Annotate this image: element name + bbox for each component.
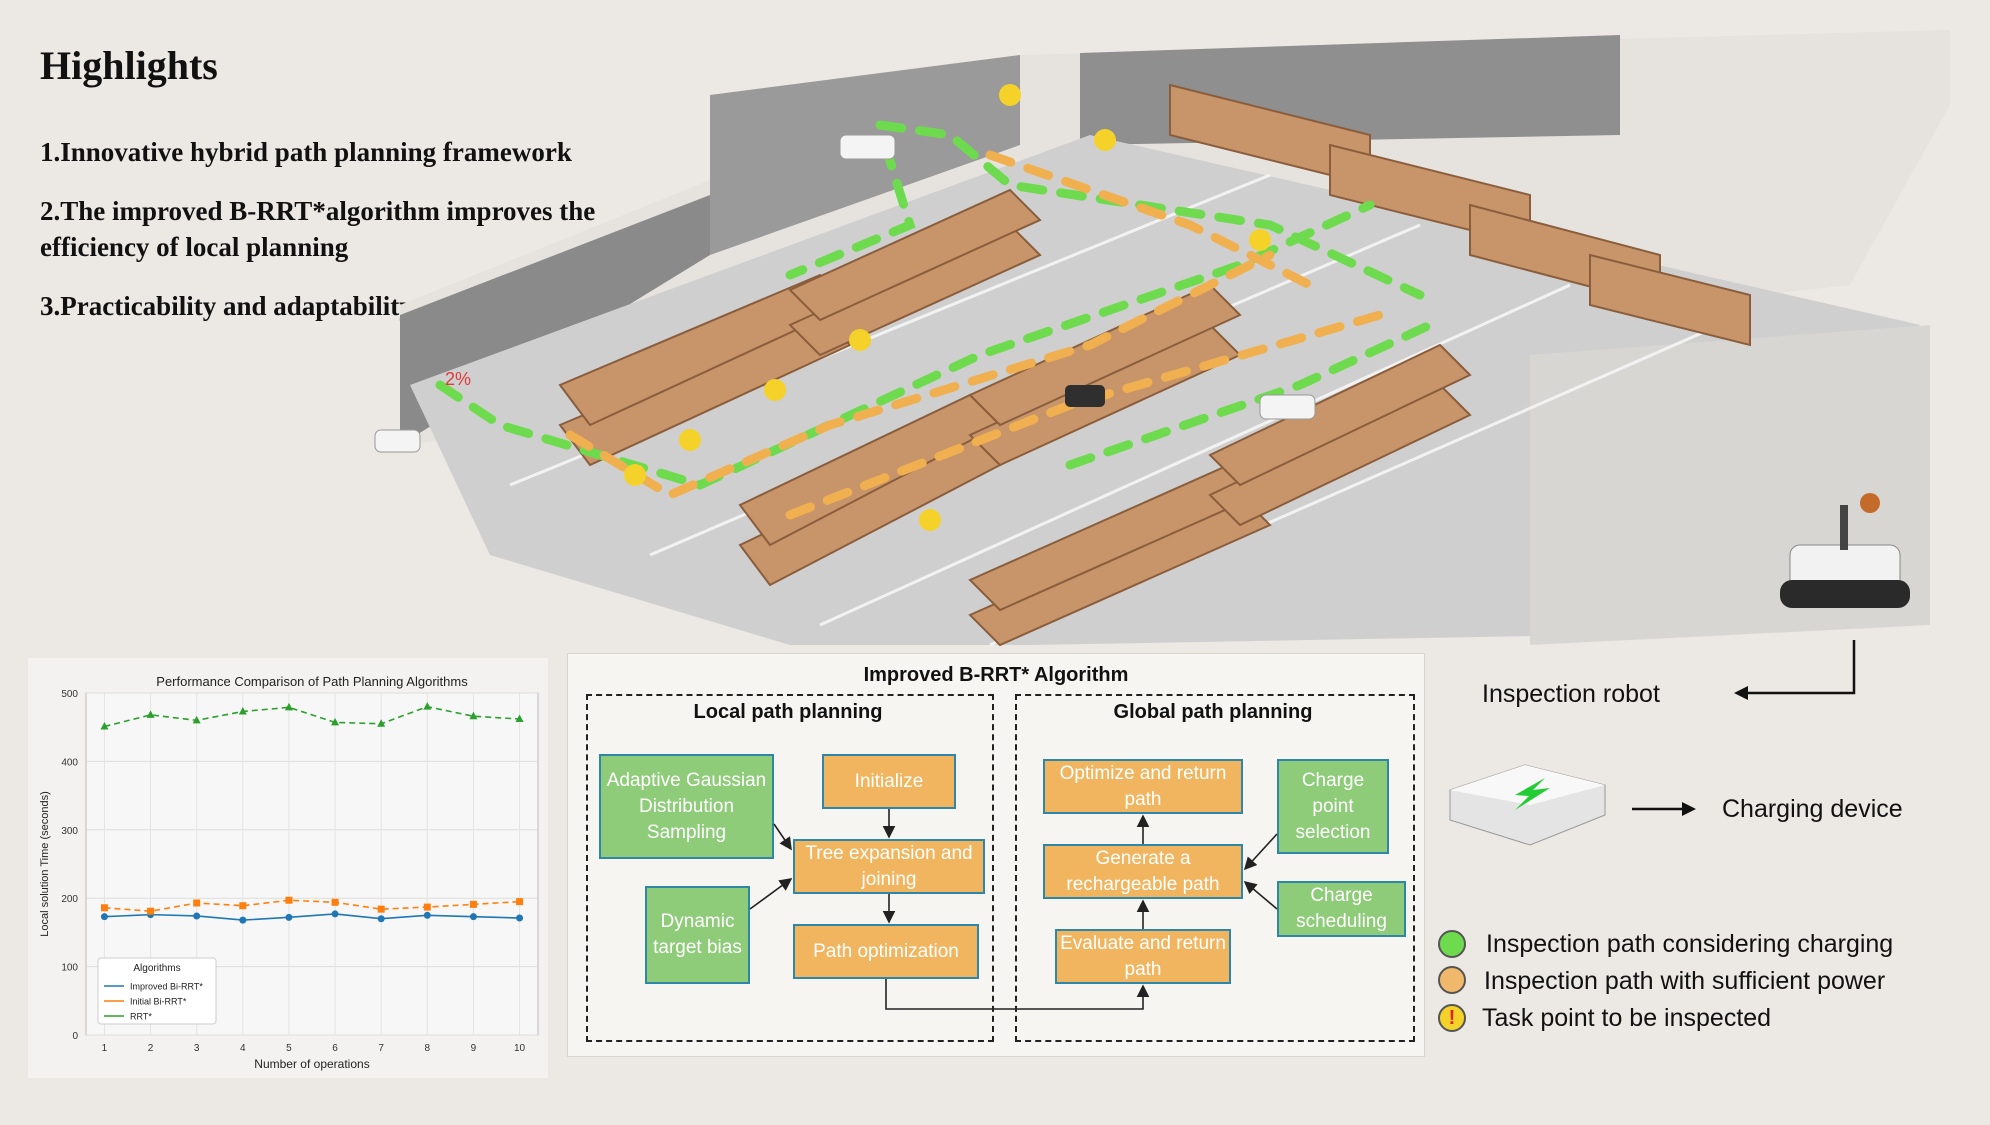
chart-legend-entry: Improved Bi-RRT* (130, 982, 203, 992)
inspection-robot-arrow (1734, 640, 1856, 700)
chart-point (331, 910, 339, 918)
chart-x-tick-label: 8 (425, 1043, 431, 1054)
legend-task-icon: ! (1438, 1004, 1466, 1032)
chart-legend-box (97, 957, 217, 1025)
algorithm-title: Improved B-RRT* Algorithm (863, 664, 1129, 686)
chart-point (377, 905, 385, 913)
chart-point (469, 900, 477, 908)
chart-point (469, 711, 478, 720)
local-planning-group (586, 694, 994, 1042)
chart-point (331, 717, 340, 726)
chart-y-tick-label: 300 (61, 826, 78, 837)
charging-device-arrow (1632, 802, 1696, 816)
chart-point (516, 914, 524, 922)
chart-point (285, 913, 293, 921)
chart-x-tick-label: 4 (240, 1043, 246, 1054)
node-dynamic-target-bias: Dynamic target bias (645, 886, 750, 984)
chart-x-tick-label: 9 (471, 1043, 477, 1054)
local-planning-title: Local path planning (693, 701, 883, 723)
chart-x-tick-label: 7 (378, 1043, 384, 1054)
performance-chart: 0 100 200 300 400 500 1 2 3 4 5 6 7 8 9 10 Performance C… (28, 658, 548, 1078)
global-planning-group (1015, 694, 1415, 1042)
legend-task-label: Task point to be inspected (1482, 1004, 1772, 1032)
warehouse-back-wall (1080, 35, 1620, 145)
chart-point (100, 722, 109, 730)
node-optimize-return: Optimize and return path (1043, 759, 1243, 814)
chart-y-tick-label: 0 (72, 1031, 78, 1042)
legend-orange-circle (1438, 966, 1466, 994)
inspection-robot-floor (1065, 385, 1105, 407)
charging-pad-right (1259, 394, 1316, 420)
node-charge-scheduling: Charge scheduling (1277, 881, 1406, 937)
charging-pad-top (839, 134, 896, 160)
node-evaluate-return: Evaluate and return path (1055, 929, 1231, 984)
node-initialize: Initialize (822, 754, 956, 809)
chart-point (331, 898, 339, 906)
node-charge-point-selection: Charge point selection (1277, 759, 1389, 854)
chart-point (469, 913, 477, 921)
chart-x-axis-label: Number of operations (254, 1057, 369, 1071)
chart-y-tick-label: 200 (61, 894, 78, 905)
chart-point (377, 719, 386, 727)
node-tree-expansion: Tree expansion and joining (793, 839, 985, 894)
chart-point (516, 898, 524, 906)
chart-legend-entry: RRT* (130, 1012, 152, 1022)
chart-x-tick-label: 6 (332, 1043, 338, 1054)
node-generate-rechargeable: Generate a rechargeable path (1043, 844, 1243, 899)
legend-green-label: Inspection path considering charging (1486, 930, 1894, 958)
chart-y-axis-label: Local solution Time (seconds) (39, 791, 51, 937)
chart-point (239, 916, 247, 924)
chart-point (423, 702, 432, 710)
algorithm-panel: Improved B-RRT* Algorithm Local path pla… (567, 653, 1425, 1057)
chart-point (239, 902, 247, 910)
node-path-optimization: Path optimization (793, 924, 979, 979)
chart-y-tick-label: 100 (61, 963, 78, 974)
chart-x-tick-label: 3 (194, 1043, 200, 1054)
chart-point (192, 715, 201, 724)
chart-point (147, 907, 155, 915)
diagram-arrows (749, 809, 1278, 1010)
chart-x-tick-label: 2 (148, 1043, 154, 1054)
performance-chart-svg: 0 100 200 300 400 500 1 2 3 4 5 6 7 8 9 10 Performance C… (39, 674, 539, 1071)
chart-point (193, 899, 201, 907)
legend-orange-label: Inspection path with sufficient power (1484, 967, 1886, 995)
inspection-robot-label: Inspection robot (1482, 680, 1660, 708)
global-planning-title: Global path planning (1113, 701, 1313, 723)
charging-device-label: Charging device (1722, 795, 1903, 823)
chart-legend-entry: Initial Bi-RRT* (130, 997, 187, 1007)
chart-y-tick-label: 500 (61, 689, 78, 700)
highlight-item-2: 2.The improved B-RRT*algorithm improves … (40, 196, 596, 262)
highlights-title: Highlights (40, 43, 218, 88)
chart-point (285, 896, 293, 904)
green-inspection-path (435, 120, 1435, 490)
chart-point (100, 904, 108, 912)
legend-green-circle (1438, 930, 1466, 958)
chart-series-line (104, 913, 520, 921)
chart-point (423, 911, 431, 919)
chart-point (100, 913, 108, 921)
chart-x-tick-label: 1 (102, 1043, 108, 1054)
inspection-robot-illustration (1780, 493, 1910, 608)
chart-point (146, 710, 155, 718)
chart-point (515, 714, 524, 722)
chart-point (423, 903, 431, 911)
chart-series-line (104, 705, 520, 728)
chart-x-tick-label: 5 (286, 1043, 292, 1054)
chart-y-tick-label: 400 (61, 757, 78, 768)
charging-robot-left (374, 429, 421, 453)
chart-x-tick-label: 10 (514, 1043, 526, 1054)
chart-point (377, 915, 385, 923)
chart-point (238, 706, 247, 715)
chart-legend-title: Algorithms (133, 963, 180, 974)
highlight-item-3: 3.Practicability and adaptability (40, 291, 413, 321)
warehouse-scene: 2% (374, 30, 1950, 647)
chart-point (193, 912, 201, 920)
node-adaptive-sampling: Adaptive Gaussian Distribution Sampling (599, 754, 774, 859)
chart-point (284, 702, 293, 711)
charging-device-icon (1449, 764, 1606, 846)
chart-title: Performance Comparison of Path Planning … (156, 674, 468, 689)
highlight-item-1: 1.Innovative hybrid path planning framew… (40, 137, 572, 167)
task-point-markers (624, 84, 1271, 531)
battery-label: 2% (445, 369, 471, 389)
